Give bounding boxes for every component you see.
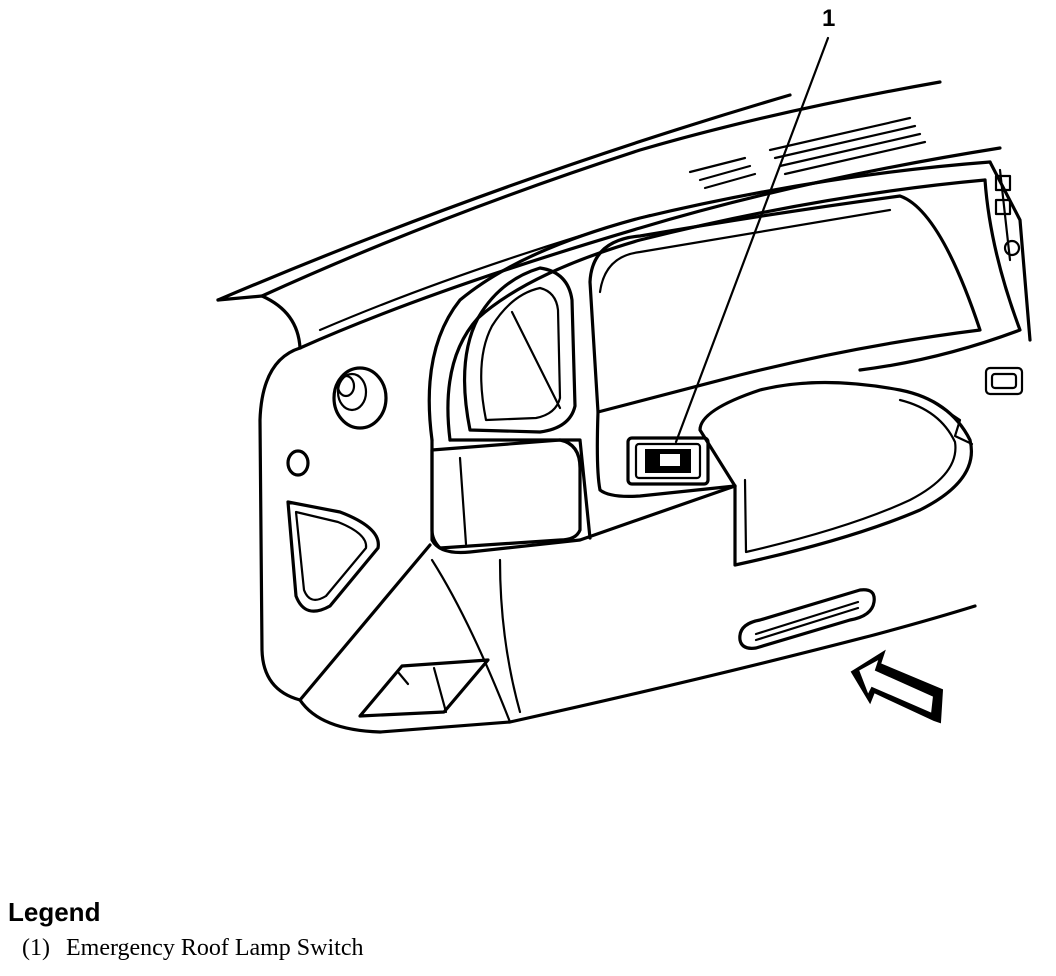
lower-vent — [738, 588, 876, 650]
legend-title: Legend — [8, 897, 101, 927]
round-side-vent — [332, 366, 388, 430]
legend-item: (1) Emergency Roof Lamp Switch — [8, 934, 1048, 962]
callout-leader-line — [674, 36, 830, 444]
view-direction-arrow — [850, 649, 944, 724]
lower-panel — [298, 558, 977, 734]
dash-pad-outline — [216, 80, 1002, 350]
left-end-panel — [258, 346, 432, 702]
lower-bezel-box — [430, 438, 582, 550]
lower-bezel-line — [458, 456, 468, 546]
emergency-roof-lamp-switch — [626, 436, 710, 486]
legend-item-label: Emergency Roof Lamp Switch — [65, 935, 364, 961]
center-stack — [858, 160, 1032, 396]
side-opening — [286, 500, 380, 613]
cluster-window — [588, 194, 982, 498]
instrument-panel-diagram: 1 — [216, 5, 1032, 734]
screw-hole — [286, 449, 310, 477]
legend-list: (1) Emergency Roof Lamp Switch — [8, 934, 1048, 962]
legend: Legend (1) Emergency Roof Lamp Switch — [8, 896, 1048, 962]
legend-item-number: (1) — [22, 935, 50, 961]
cluster-bezel — [427, 160, 992, 555]
defroster-vents — [688, 116, 927, 190]
column-opening — [698, 380, 974, 567]
callout-number: 1 — [822, 5, 835, 32]
gauge-window-left — [462, 266, 577, 434]
lower-left-housing — [358, 658, 490, 718]
